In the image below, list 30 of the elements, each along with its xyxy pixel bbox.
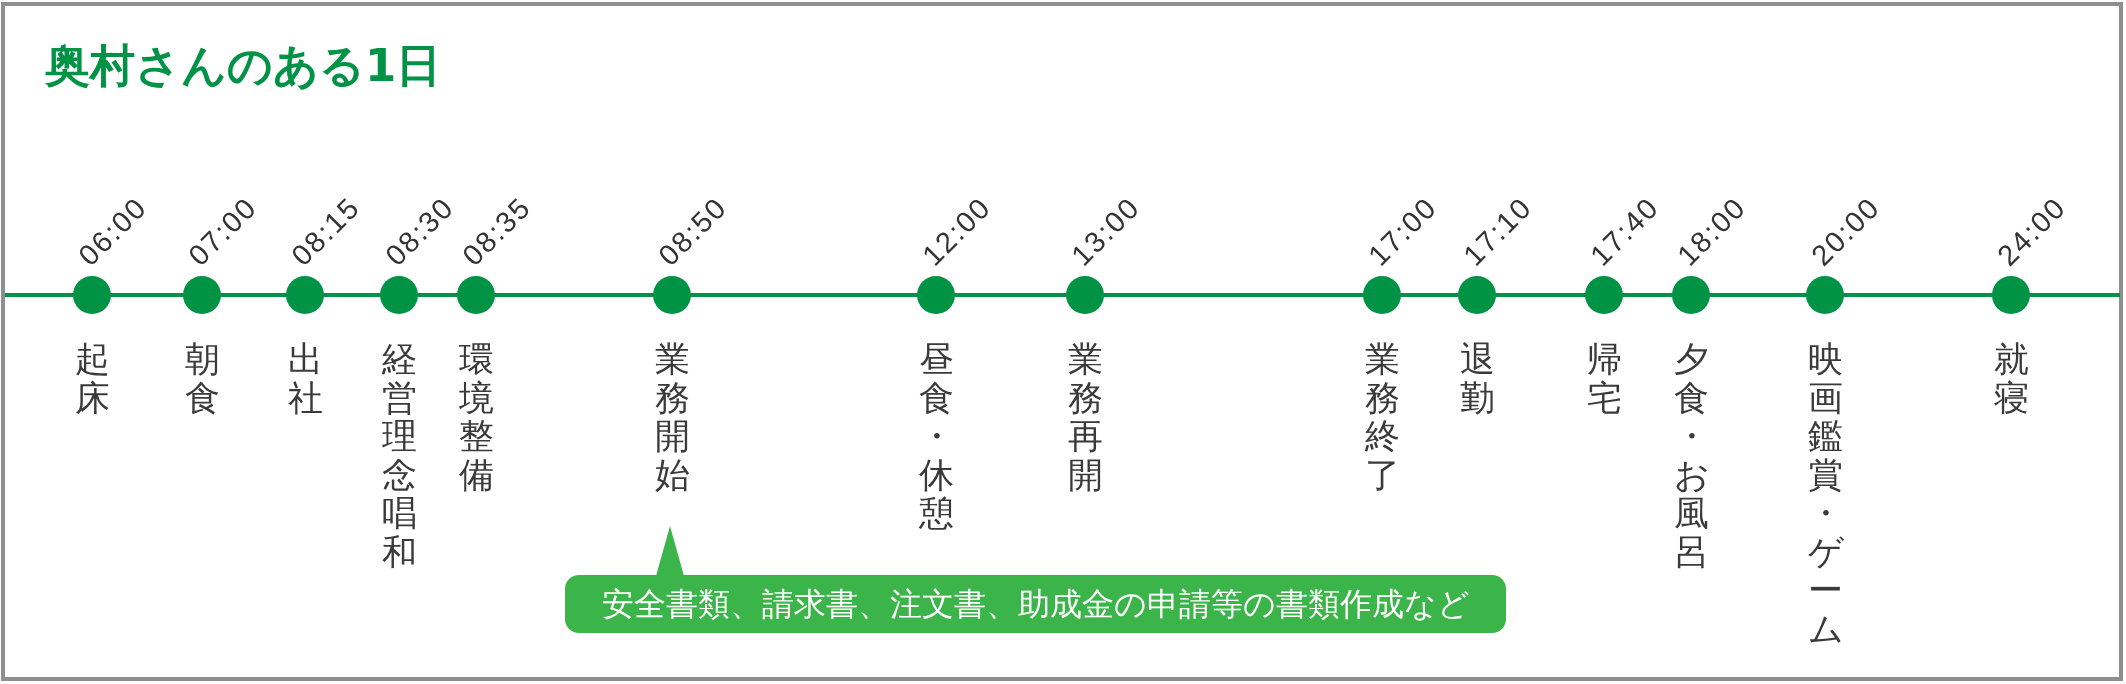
timeline-dot (457, 276, 495, 314)
activity-label: 出社 (287, 340, 323, 417)
timeline-dot (73, 276, 111, 314)
activity-label: 業務終了 (1364, 340, 1400, 494)
activity-label: 夕食・お風呂 (1673, 340, 1709, 571)
activity-label: 就寝 (1993, 340, 2029, 417)
timeline-dot (1363, 276, 1401, 314)
activity-label: 経営理念唱和 (381, 340, 417, 571)
activity-label: 起床 (74, 340, 110, 417)
activity-label: 帰宅 (1586, 340, 1622, 417)
timeline-dot (1672, 276, 1710, 314)
activity-label: 業務再開 (1067, 340, 1103, 494)
activity-label: 退勤 (1459, 340, 1495, 417)
timeline-dot (653, 276, 691, 314)
timeline-dot (1458, 276, 1496, 314)
activity-label: 昼食・休憩 (918, 340, 954, 533)
activity-label: 環境整備 (458, 340, 494, 494)
timeline-dot (1585, 276, 1623, 314)
timeline-dot (917, 276, 955, 314)
timeline-dot (286, 276, 324, 314)
timeline-dot (1992, 276, 2030, 314)
timeline-dot (380, 276, 418, 314)
timeline-dot (1806, 276, 1844, 314)
timeline-dot (1066, 276, 1104, 314)
activity-label: 朝食 (184, 340, 220, 417)
timeline-dot (183, 276, 221, 314)
activity-label: 業務開始 (654, 340, 690, 494)
activity-label: 映画鑑賞・ゲーム (1807, 340, 1843, 648)
callout-text: 安全書類、請求書、注文書、助成金の申請等の書類作成など (601, 584, 1470, 624)
title: 奥村さんのある1日 (45, 38, 442, 94)
